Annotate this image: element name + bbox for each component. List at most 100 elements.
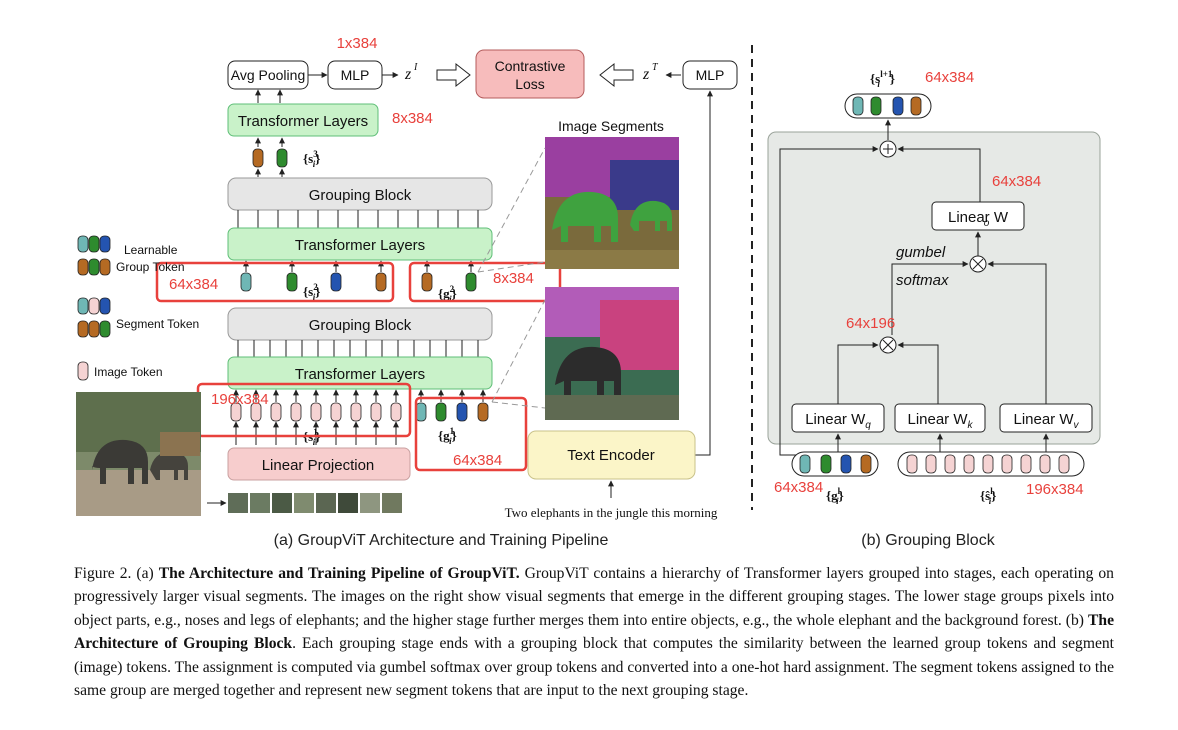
linear-wv-box (999, 403, 1093, 433)
hollow-arrow-left-icon (599, 62, 634, 88)
legend-learnable-blue (99, 235, 111, 253)
caption-part-1: GroupViT contains a hierarchy of Transfo… (74, 565, 1114, 629)
group-token-input-tokens (799, 454, 872, 474)
image-token (310, 402, 322, 422)
dim-196x384: 196x384 (211, 391, 269, 408)
s2-tokens (240, 272, 477, 292)
image-token (270, 402, 282, 422)
dim-1x384: 1x384 (337, 35, 378, 52)
output-tokens (852, 96, 922, 116)
segment-image-bottom (545, 287, 679, 420)
image-segments-title: Image Segments (558, 118, 664, 134)
linear-wk-box (894, 403, 986, 433)
connector-lines-2 (237, 340, 479, 357)
dim-s-in: 196x384 (1026, 481, 1084, 498)
mlp-text-label: MLP (696, 67, 725, 83)
legend-segment-label: Segment Token (116, 317, 199, 331)
image-token (250, 402, 262, 422)
figure-caption: Figure 2. (a) The Architecture and Train… (74, 562, 1114, 702)
dim-8x384-a: 8x384 (392, 110, 433, 127)
hollow-arrow-right-icon (436, 62, 471, 88)
subcaption-a: (a) GroupViT Architecture and Training P… (274, 532, 609, 549)
grouping-block-2 (227, 307, 493, 341)
legend-segment-green (99, 320, 111, 338)
contrastive-loss-line1: Contrastive (495, 58, 566, 74)
legend-image-label: Image Token (94, 365, 163, 379)
s2-token-teal (240, 272, 252, 292)
legend-learnable-green2 (88, 258, 100, 276)
grouping-block-2-label: Grouping Block (309, 317, 412, 334)
legend-learnable-label-1: Learnable (124, 243, 178, 257)
image-token (290, 402, 302, 422)
input-image (76, 392, 201, 516)
transformer-low-label: Transformer Layers (295, 366, 425, 383)
legend-segment-orange2 (88, 320, 100, 338)
legend-segment-blue (99, 297, 111, 315)
figure-diagram: Avg Pooling MLP 1x384 z I Contrastive Lo… (76, 35, 1101, 549)
connector-lines-1 (237, 210, 479, 228)
dim-wo: 64x384 (992, 173, 1041, 190)
avg-pooling-label: Avg Pooling (231, 67, 305, 83)
transformer-top-label: Transformer Layers (238, 113, 368, 130)
caption-bold-2: The Architecture of Grouping Block (74, 611, 1114, 653)
z-image: z (404, 66, 412, 83)
contrastive-loss-line2: Loss (515, 76, 545, 92)
linear-wq-label: Linear Wq (805, 411, 871, 431)
legend-learnable-orange (77, 258, 89, 276)
g2-token-orange (421, 272, 433, 292)
mlp-image-label: MLP (341, 67, 370, 83)
segment-token-input-tokens (906, 454, 1070, 474)
highlight-s2 (155, 261, 395, 303)
linear-wv-label: Linear Wv (1013, 411, 1079, 431)
g1-token-green (435, 402, 447, 422)
gumbel-label-2: softmax (896, 272, 949, 289)
dim-g-in: 64x384 (774, 479, 823, 496)
highlight-g2 (408, 261, 562, 303)
g1-tokens (415, 402, 489, 422)
image-token (230, 402, 242, 422)
dim-attn: 64x196 (846, 315, 895, 332)
z-text: z (642, 66, 650, 83)
segment-image-top (545, 137, 679, 269)
text-encoder-label: Text Encoder (567, 447, 655, 464)
mlp-text-box (682, 60, 738, 90)
image-patches (228, 493, 402, 513)
z-image-sup: I (413, 62, 418, 73)
contrastive-loss-box (475, 49, 585, 99)
text-encoder-box (527, 430, 696, 480)
linear-projection-label: Linear Projection (262, 457, 375, 474)
caption-part-2: . Each grouping stage ends with a groupi… (74, 635, 1115, 700)
image-token (390, 402, 402, 422)
caption-prefix: Figure 2. (a) (74, 565, 159, 582)
g1-token-orange (477, 402, 489, 422)
legend-segment-pink (88, 297, 100, 315)
subcaption-b: (b) Grouping Block (861, 532, 995, 549)
linear-wo-box (931, 201, 1025, 231)
transformer-mid-label: Transformer Layers (295, 237, 425, 254)
s3-token-green (276, 148, 288, 168)
g2-token-green (465, 272, 477, 292)
legend-learnable-teal (77, 235, 89, 253)
dim-8x384-b: 8x384 (493, 270, 534, 287)
linear-wo-label: Linear W.o (948, 209, 1009, 229)
s2-token-orange (375, 272, 387, 292)
text-input: Two elephants in the jungle this morning (505, 505, 718, 520)
s3-token-orange (252, 148, 264, 168)
dim-64x384-a: 64x384 (169, 276, 218, 293)
linear-wq-box (791, 403, 885, 433)
s2-token-blue (330, 272, 342, 292)
legend-learnable-label-2: Group Token (116, 260, 185, 274)
transformer-mid-box (227, 227, 493, 261)
highlight-g1 (414, 396, 528, 472)
grouping-block-1 (227, 177, 493, 211)
image-token (330, 402, 342, 422)
dim-out: 64x384 (925, 69, 974, 86)
legend-segment-teal (77, 297, 89, 315)
gumbel-label-1: gumbel (896, 244, 946, 261)
legend-segment-orange (77, 320, 89, 338)
legend-learnable-green (88, 235, 100, 253)
